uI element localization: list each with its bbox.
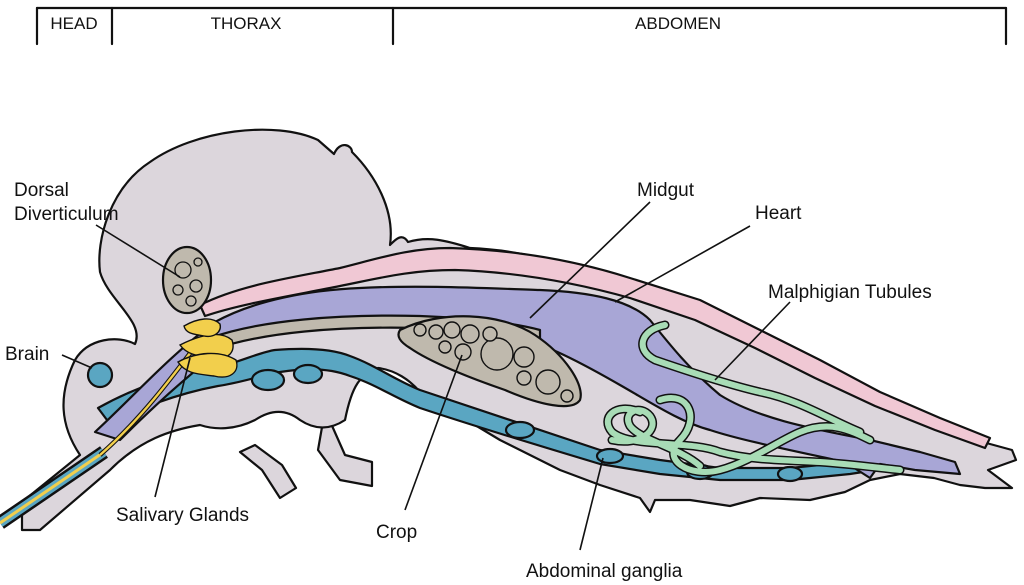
segment-brackets: HEAD THORAX ABDOMEN — [35, 6, 1008, 46]
label-midgut: Midgut — [637, 180, 695, 201]
label-salivary-glands: Salivary Glands — [116, 505, 249, 526]
label-malphigian-tubules: Malphigian Tubules — [768, 282, 932, 303]
segment-head-label: HEAD — [50, 14, 97, 33]
label-heart: Heart — [755, 203, 802, 224]
leader-brain — [61, 354, 93, 369]
labels: Dorsal Diverticulum Brain Salivary Gland… — [5, 180, 932, 582]
leader-malphigian-tubules — [714, 301, 791, 381]
malphigian-tubules — [603, 320, 905, 477]
proboscis — [0, 446, 108, 529]
label-crop: Crop — [376, 522, 417, 543]
segment-thorax-label: THORAX — [211, 14, 282, 33]
leader-lines — [61, 201, 791, 551]
leader-heart — [614, 225, 751, 303]
legs — [238, 408, 374, 500]
leader-midgut — [529, 201, 651, 319]
leader-abdominal-ganglia — [579, 457, 604, 551]
label-dorsal-diverticulum-line1: Dorsal — [14, 180, 69, 201]
label-dorsal-diverticulum-line2: Diverticulum — [14, 204, 119, 225]
label-brain: Brain — [5, 344, 49, 365]
leader-dorsal-diverticulum — [95, 224, 181, 278]
segment-abdomen-label: ABDOMEN — [635, 14, 721, 33]
dorsal-diverticulum — [161, 245, 213, 315]
leader-salivary-glands — [154, 357, 191, 498]
salivary-glands — [176, 318, 238, 378]
leader-crop — [404, 354, 463, 511]
label-abdominal-ganglia: Abdominal ganglia — [526, 561, 683, 582]
heart-vessel — [198, 246, 992, 450]
crop-vesicles — [413, 321, 574, 403]
brain — [86, 361, 114, 389]
